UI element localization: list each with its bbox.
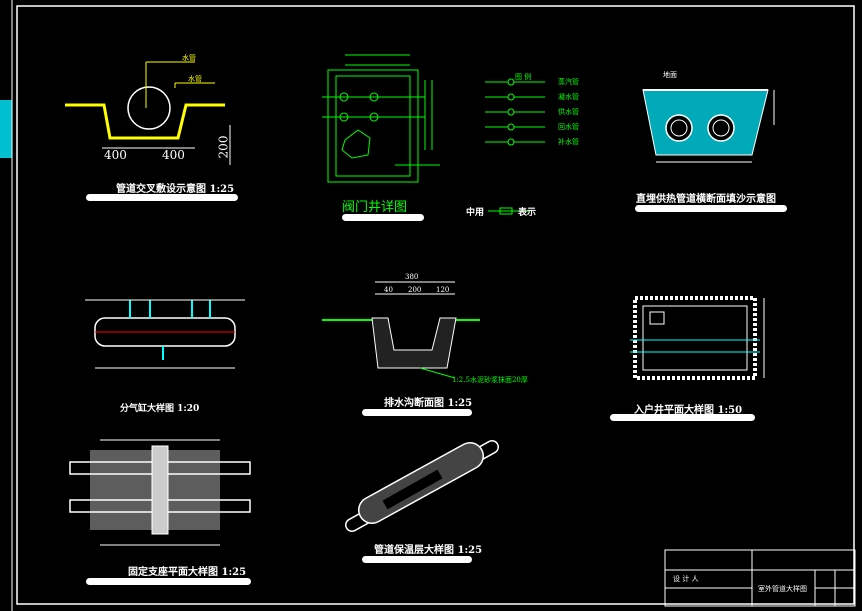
valve-well-title-bar (342, 214, 424, 221)
legend-row-2: 凝水管 (558, 93, 579, 101)
medium-note: 中用 (466, 208, 485, 218)
buried-section-ground-label: 地面 (663, 71, 677, 79)
entry-well-title-bar (610, 414, 755, 421)
buried-section-title-bar (635, 205, 787, 212)
entry-well-title: 入户井平面大样图 1:50 (634, 405, 743, 416)
drain-trench-title: 排水沟断面图 1:25 (384, 398, 473, 409)
pipe-crossing-drawing (65, 61, 231, 165)
sub-cylinder-drawing (85, 299, 245, 369)
title-block-drawing-name: 室外管道大样图 (758, 585, 807, 593)
drain-trench-title-bar (362, 409, 472, 416)
fixed-support-title-bar (86, 578, 251, 585)
legend-row-4: 回水管 (558, 123, 579, 131)
title-block (664, 549, 856, 607)
legend-row-5: 补水管 (558, 138, 579, 146)
buried-section-drawing (642, 89, 775, 163)
fixed-support-drawing (69, 439, 251, 546)
valve-well-drawing (322, 54, 440, 183)
pipe-crossing-upper-label: 水管 (182, 54, 196, 62)
legend-drawing (485, 78, 545, 215)
legend-title: 图 例 (515, 73, 532, 81)
pipe-crossing-dim-1: 400 (104, 148, 127, 162)
drain-trench-dim-2: 200 (408, 286, 422, 294)
sub-cylinder-title: 分气缸大样图 1:20 (120, 404, 200, 414)
fixed-support-title: 固定支座平面大样图 1:25 (128, 567, 247, 578)
buried-section-title: 直埋供热管道横断面填沙示意图 (636, 194, 776, 205)
legend-row-1: 蒸汽管 (558, 78, 579, 86)
drain-trench-dim-3: 120 (436, 286, 450, 294)
insulation-title-bar (362, 556, 472, 563)
pipe-crossing-dim-3: 200 (216, 135, 231, 159)
valve-well-title: 阀门井详图 (342, 200, 408, 215)
sheet-border (16, 5, 855, 605)
pipe-crossing-lower-label: 水管 (188, 75, 202, 83)
medium-note-suffix: 表示 (518, 208, 537, 218)
entry-well-drawing (630, 296, 765, 380)
drain-trench-drawing (322, 281, 480, 379)
pipe-crossing-title: 管道交叉敷设示意图 1:25 (116, 184, 235, 195)
left-ruler (0, 0, 14, 611)
drain-trench-dim-1: 380 (405, 273, 419, 281)
drain-trench-note: 1:2.5水泥砂浆抹面20厚 (452, 376, 528, 384)
insulation-drawing (345, 440, 499, 532)
legend-row-3: 供水管 (558, 108, 579, 116)
insulation-title: 管道保温层大样图 1:25 (374, 545, 483, 556)
pipe-crossing-title-bar (86, 194, 238, 201)
title-block-designer: 设 计 人 (673, 575, 699, 583)
pipe-crossing-dim-2: 400 (162, 148, 185, 162)
drain-trench-dim-4: 40 (384, 286, 393, 294)
